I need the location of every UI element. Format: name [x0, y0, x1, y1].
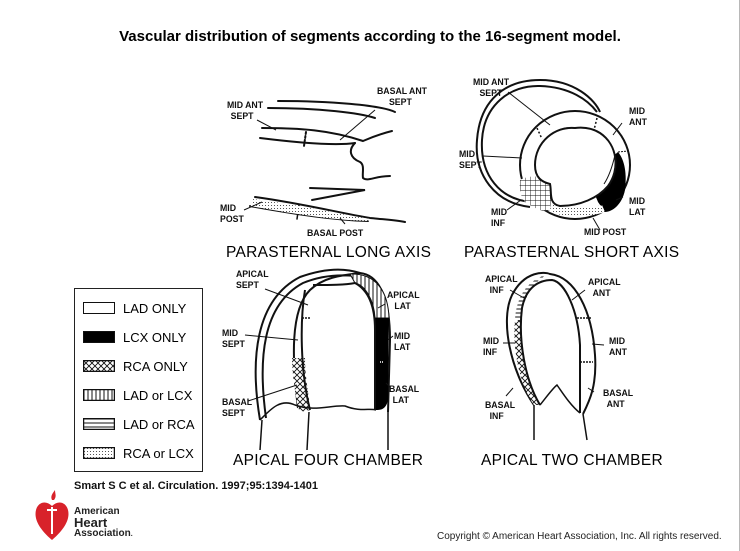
plax-posterior-wall-inner: [254, 196, 406, 223]
plax-rv-inner: [267, 107, 376, 119]
legend-item-lad-or-lcx: LAD or LCX: [83, 386, 192, 404]
swatch-horizontal-lines-icon: [83, 418, 115, 430]
a4c-leader-lines: [244, 288, 394, 402]
legend-item-lad-only: LAD ONLY: [83, 299, 186, 317]
swatch-white-icon: [83, 302, 115, 314]
plax-aortic-root: [349, 142, 391, 181]
figure-title: Vascular distribution of segments accord…: [119, 28, 621, 45]
plax-title: PARASTERNAL LONG AXIS: [226, 244, 432, 261]
logo-text-heart: Heart: [74, 515, 108, 530]
swatch-dots-icon: [83, 447, 115, 459]
psax-diagram: [475, 78, 631, 220]
plax-posterior-dots: [250, 199, 370, 221]
a2c-title: APICAL TWO CHAMBER: [481, 452, 663, 469]
a2c-diagram: [506, 271, 597, 441]
swatch-black-icon: [83, 331, 115, 343]
a4c-title: APICAL FOUR CHAMBER: [233, 452, 424, 469]
swatch-crosshatch-icon: [83, 360, 115, 372]
aha-logo: American Heart Association.: [34, 502, 144, 546]
logo-text-association: Association.: [74, 528, 133, 539]
citation: Smart S C et al. Circulation. 1997;95:13…: [74, 480, 318, 492]
legend-item-lcx-only: LCX ONLY: [83, 328, 186, 346]
plax-mitral-notch: [309, 187, 366, 201]
aha-heart-torch-icon: [35, 490, 69, 540]
copyright: Copyright © American Heart Association, …: [437, 531, 722, 542]
plax-label-basal-post: BASAL POST: [307, 228, 364, 239]
plax-septum-top: [261, 127, 393, 143]
a2c-leader-lines: [503, 289, 605, 397]
psax-leader-lines: [482, 91, 624, 231]
legend: LAD ONLY LCX ONLY RCA ONLY LAD or LCX LA…: [74, 288, 203, 472]
legend-item-rca-or-lcx: RCA or LCX: [83, 444, 194, 462]
psax-label-mid-post: MID POST: [584, 227, 627, 238]
legend-item-rca-only: RCA ONLY: [83, 357, 188, 375]
swatch-vertical-lines-icon: [83, 389, 115, 401]
a4c-diagram: [254, 268, 392, 451]
legend-item-lad-or-rca: LAD or RCA: [83, 415, 195, 433]
plax-leader-lines: [243, 109, 376, 225]
logo-text-american: American: [74, 506, 120, 517]
plax-rv-outer: [277, 100, 396, 113]
psax-title: PARASTERNAL SHORT AXIS: [464, 244, 680, 261]
plax-septum-bottom: [259, 137, 356, 146]
